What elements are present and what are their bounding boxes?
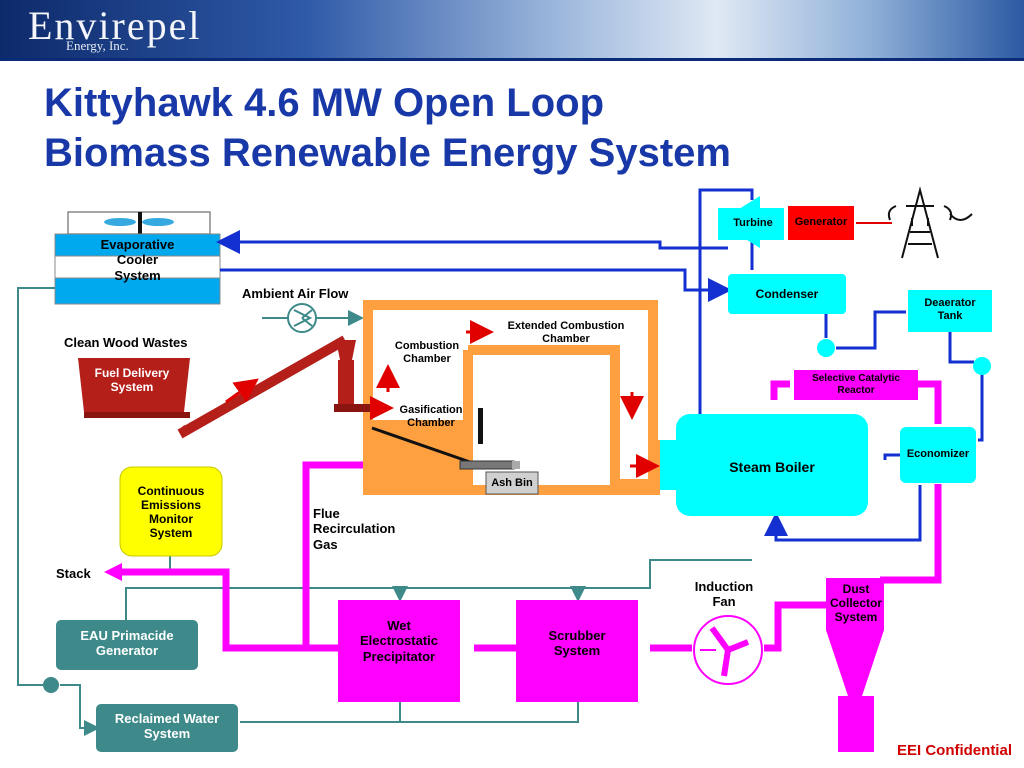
slide-title-line1: Kittyhawk 4.6 MW Open Loop [44,81,605,125]
deaerator-box [908,290,992,332]
label-line: Chamber [542,332,590,345]
ambient-air-flow-label: Ambient Air Flow [242,286,349,301]
label-line: Continuous [137,484,205,498]
label-line: Electrostatic [359,633,439,649]
label-line: Scrubber [548,628,606,643]
slide-title-line2: Biomass Renewable Energy System [44,131,731,175]
clean-wood-wastes-label: Clean Wood Wastes [64,335,188,350]
label-line: Chamber [403,352,451,365]
steam-boiler-label: Steam Boiler [729,459,815,475]
induction-fan-label: Induction Fan [684,579,764,610]
condenser-box [728,274,846,314]
scrubber-box [516,600,638,702]
induction-fan-icon [693,615,763,685]
label-line: System [143,726,191,742]
flow-arrows [225,320,660,478]
label-line: Chamber [407,416,455,429]
generator-box [788,206,854,240]
label-line: Gas [313,536,338,552]
company-logo-subtitle: Energy, Inc. [66,38,129,53]
label-line: Collector [829,596,882,611]
stack-label: Stack [56,566,91,581]
wet-esp-label: Wet Electrostatic Precipitator [338,618,460,664]
reclaimed-water-box [96,704,238,752]
label-line: Precipitator [362,648,436,664]
ambient-air-fan-icon [287,303,317,333]
label-line: System [149,526,193,541]
label-line: Recirculation [313,521,396,537]
label-line: Dust [842,582,870,596]
scrubber-label: Scrubber System [516,628,638,659]
condenser-pump-icon [817,339,835,357]
scr-label: Selective Catalytic Reactor [794,373,918,397]
economizer-label: Economizer [906,448,970,460]
label-line: Tank [937,309,963,322]
label-line: System [114,267,161,283]
label-line: Reclaimed Water [114,711,220,726]
deaerator-label: Deaerator Tank [908,297,992,323]
eau-generator-label: EAU Primacide Generator [56,628,198,659]
extended-combustion-label: Extended Combustion Chamber [490,320,642,346]
label-line: Reactor [837,384,875,396]
label-line: Induction [694,579,754,594]
ash-bin [485,471,539,495]
label-line: System [553,643,601,659]
label-line: System [834,610,878,625]
water-lines [216,188,984,542]
header-banner [0,0,1024,58]
reclaimed-water-label: Reclaimed Water System [96,711,238,742]
label-line: Selective Catalytic [812,373,900,384]
label-line: Combustion [394,340,460,352]
label-line: EAU Primacide [80,628,174,643]
fuel-delivery-system [78,335,370,439]
economizer-box [900,427,976,483]
ash-bin-label: Ash Bin [491,477,533,489]
label-line: Fuel Delivery [94,366,170,380]
ash-auger [459,460,520,470]
scr-box [794,370,918,400]
eau-generator-box [56,620,198,670]
furnace [363,300,660,495]
label-line: Fan [712,594,736,610]
company-logo: Envirepel [28,3,202,48]
label-line: Flue [313,506,340,521]
feed-pump-icon [973,357,991,375]
label-line: Emissions [140,498,202,513]
cems-label: Continuous Emissions Monitor System [120,484,222,541]
turbine-label: Turbine [733,217,773,229]
label-line: Wet [387,618,411,633]
pump-icon [43,677,59,693]
label-line: Cooler [116,252,159,268]
flue-gas-lines [118,380,942,652]
teal-lines [17,287,752,736]
label-line: Monitor [149,512,193,527]
evaporative-cooler-label: Evaporative Cooler System [55,237,220,283]
wet-esp-box [338,600,460,702]
combustion-chamber-label: Combustion Chamber [382,340,472,366]
label-line: Deaerator [924,297,976,309]
flue-recirculation-label: Flue Recirculation Gas [313,506,395,552]
slide-title: Kittyhawk 4.6 MW Open Loop Biomass Renew… [44,78,731,178]
turbine-box [718,208,784,240]
label-line: System [110,380,154,395]
header-divider [0,58,1024,61]
cems-box [119,466,223,557]
label-line: Evaporative [100,237,175,252]
steam-boiler-box [660,414,868,516]
power-tower-icon [887,186,973,259]
label-line: Generator [95,643,159,659]
fuel-delivery-label: Fuel Delivery System [80,366,184,394]
generator-label: Generator [794,216,848,228]
label-line: Extended Combustion [507,320,625,332]
label-line: Gasification [399,404,463,416]
dust-collector [826,578,884,752]
gasification-chamber-label: Gasification Chamber [390,404,472,430]
condenser-label: Condenser [755,287,819,301]
dust-collector-label: Dust Collector System [818,582,894,624]
confidential-footer: EEI Confidential [896,742,1012,759]
